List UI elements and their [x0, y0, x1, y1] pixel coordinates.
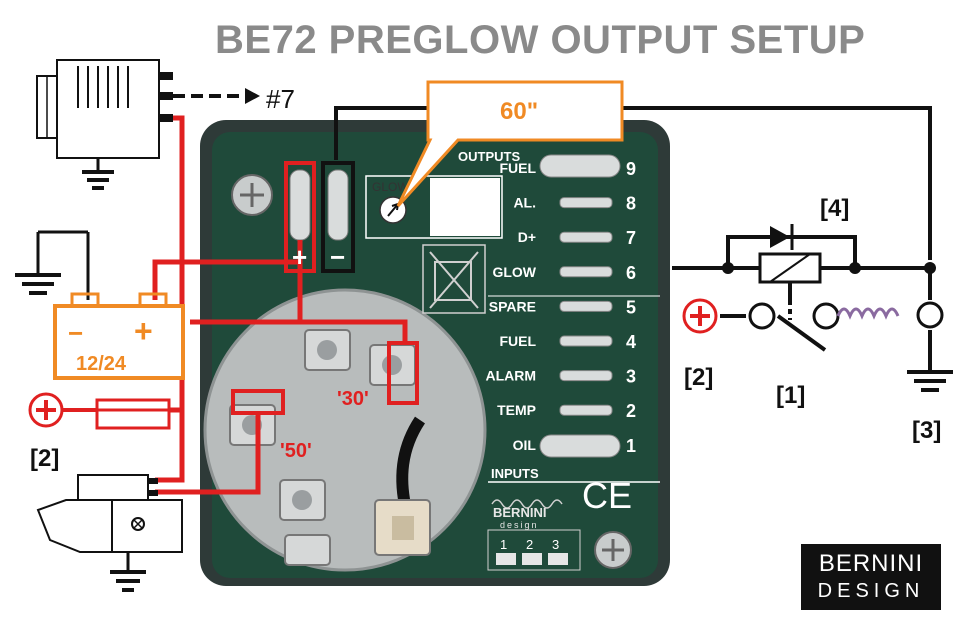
board-brand: BERNINI — [493, 505, 546, 520]
input-3-label: 3 — [552, 537, 559, 552]
alternator-ref: #7 — [266, 84, 295, 114]
ref-3: [3] — [912, 417, 941, 444]
battery-icon — [15, 230, 185, 380]
brand-logo: BERNINI DESIGN — [801, 544, 941, 610]
terminal-blade — [559, 266, 613, 278]
ref-1: [1] — [776, 382, 805, 409]
terminal-label: TEMP — [497, 402, 536, 418]
terminal-blade — [559, 404, 613, 416]
control-board — [200, 120, 670, 586]
logo-line-1: BERNINI — [818, 550, 924, 577]
terminal-30-box — [387, 341, 419, 405]
terminal-blade — [559, 335, 613, 347]
terminal-blade — [559, 197, 613, 209]
terminal-number: 9 — [626, 159, 636, 179]
glow-dial-label: GLOW — [372, 180, 409, 194]
red-wires — [150, 115, 408, 495]
glow-dial-panel — [365, 175, 503, 239]
battery-minus: − — [68, 318, 83, 348]
weee-bin-icon — [422, 244, 486, 314]
starter-motor-icon — [36, 474, 183, 592]
minus-terminal-box — [321, 161, 355, 273]
terminal-number: 8 — [626, 194, 636, 214]
terminal-number: 6 — [626, 263, 636, 283]
terminal-number: 4 — [626, 332, 636, 352]
terminal-50-box — [231, 389, 285, 415]
terminal-label: D+ — [518, 229, 536, 245]
terminal-label: FUEL — [499, 160, 536, 176]
terminal-label: FUEL — [499, 333, 536, 349]
alternator-icon — [36, 59, 173, 190]
inputs-header: INPUTS — [491, 466, 539, 481]
terminal-blade — [559, 300, 613, 312]
ref-4: [4] — [820, 195, 849, 222]
outputs-header: OUTPUTS — [458, 149, 520, 164]
terminal-label: AL. — [513, 195, 536, 211]
ce-mark: CE — [582, 475, 632, 516]
relay-circuit — [672, 235, 953, 392]
board-brand-sub: design — [500, 520, 539, 530]
plus-terminal-box — [284, 161, 316, 273]
timer-value: 60" — [500, 98, 538, 125]
ref-2-right: [2] — [684, 364, 713, 391]
fuse-icon — [95, 398, 171, 430]
terminal-label: OIL — [513, 437, 537, 453]
input-2-label: 2 — [526, 537, 533, 552]
terminal-number: 5 — [626, 297, 636, 317]
input-1-label: 1 — [500, 537, 507, 552]
terminal-number: 1 — [626, 436, 636, 456]
battery-voltage: 12/24 — [76, 353, 127, 375]
glow-plug-coil-icon — [836, 307, 900, 320]
battery-plus: + — [134, 313, 153, 349]
positive-supply-icon — [28, 392, 64, 428]
terminal-label: GLOW — [492, 264, 536, 280]
terminal-blade — [559, 231, 613, 243]
timer-callout — [396, 80, 624, 208]
terminal-number: 7 — [626, 228, 636, 248]
diode-icon — [770, 226, 790, 248]
terminal-30-label: '30' — [337, 388, 369, 410]
terminal-label: ALARM — [485, 368, 536, 384]
ref-2-left: [2] — [30, 445, 59, 472]
terminal-number: 2 — [626, 401, 636, 421]
terminal-blade — [559, 370, 613, 382]
terminal-50-label: '50' — [280, 440, 312, 462]
page-title: BE72 PREGLOW OUTPUT SETUP — [215, 18, 866, 62]
logo-line-2: DESIGN — [817, 580, 925, 602]
terminal-label: SPARE — [489, 298, 536, 314]
terminal-number: 3 — [626, 367, 636, 387]
terminal-minus: − — [330, 242, 345, 272]
positive-supply-icon — [682, 298, 718, 334]
terminal-plus: + — [292, 242, 307, 272]
